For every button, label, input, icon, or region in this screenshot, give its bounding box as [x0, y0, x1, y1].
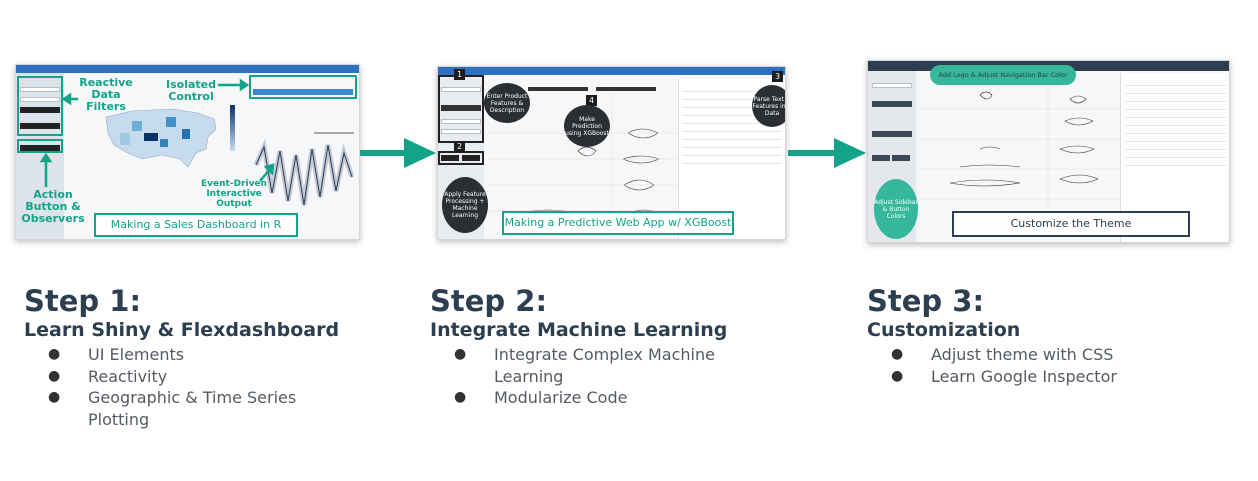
step1-bullets: ●UI Elements ●Reactivity ●Geographic & T… — [24, 344, 404, 430]
bubble-make-prediction: Make Prediction using XGBoost — [564, 105, 610, 147]
list-item: ●Reactivity — [48, 366, 168, 386]
apply-button — [441, 155, 459, 161]
badge-1: 1 — [454, 69, 465, 80]
bullet-text: Modularize Code — [494, 388, 628, 407]
bubble-text: Add Logo & Adjust Navigation Bar Color — [938, 70, 1068, 79]
callout-arrows — [39, 78, 275, 187]
badge-4: 4 — [586, 95, 597, 106]
step2-subtitle: Integrate Machine Learning — [430, 319, 728, 341]
step3-subtitle: Customization — [867, 319, 1021, 341]
input-field — [441, 87, 481, 92]
input-highlight — [438, 75, 484, 143]
input-button — [872, 101, 912, 107]
map-legend — [230, 105, 235, 151]
step3-title: Step 3: — [867, 284, 985, 318]
bullet-text: Learn Google Inspector — [931, 366, 1117, 386]
control-highlight — [249, 75, 357, 99]
callout-isolated-control: Isolated Control — [166, 78, 216, 103]
bubble-enter-features: Enter Product Features & Description — [484, 83, 530, 123]
list-item: ●Integrate Complex Machine Learning — [454, 345, 715, 386]
step2-bullets: ●Integrate Complex Machine Learning ●Mod… — [430, 344, 810, 409]
step2-banner: Making a Predictive Web App w/ XGBoost — [502, 211, 734, 235]
callout-action-button: Action Button & Observers — [21, 188, 85, 225]
step1-subtitle: Learn Shiny & Flexdashboard — [24, 319, 340, 341]
action-buttons — [20, 145, 60, 151]
bullet-text: Integrate Complex Machine Learning — [494, 345, 715, 386]
list-item: ●Learn Google Inspector — [891, 366, 1117, 386]
bullet-text: Reactivity — [88, 366, 168, 386]
bubble-text: Adjust Sidebar & Button Colors — [874, 198, 918, 220]
action-highlight — [17, 139, 63, 153]
reset-button — [892, 155, 910, 161]
filter-buttons — [20, 107, 60, 113]
step1-block: Step 1: Learn Shiny & Flexdashboard ●UI … — [24, 284, 404, 430]
callout-event-driven-output: Event-Driven Interactive Output — [201, 179, 267, 209]
plot-header — [596, 87, 656, 91]
step3-block: Step 3: Customization ●Adjust theme with… — [867, 284, 1227, 387]
filter-highlight — [17, 76, 63, 136]
step2-block: Step 2: Integrate Machine Learning ●Inte… — [430, 284, 810, 409]
apply-button — [872, 155, 890, 161]
bullet-text: UI Elements — [88, 345, 185, 364]
bullet-text: Geographic & Time Series Plotting — [88, 388, 297, 429]
badge-2: 2 — [454, 141, 465, 152]
input-field — [441, 129, 481, 134]
time-series-plot — [254, 132, 354, 206]
bubble-text: Parse Text & Features into Data — [752, 95, 786, 117]
plot-header — [528, 87, 588, 91]
control-bar — [253, 89, 353, 95]
step2-title: Step 2: — [430, 284, 548, 318]
callout-reactive-data-filters: Reactive Data Filters — [79, 76, 133, 113]
arrow-right-icon — [788, 138, 866, 168]
bubble-sidebar-colors: Adjust Sidebar & Button Colors — [874, 179, 918, 239]
step1-banner: Making a Sales Dashboard in R Shiny — [94, 213, 298, 239]
bubble-logo-nav-color: Add Logo & Adjust Navigation Bar Color — [930, 65, 1076, 85]
badge-3: 3 — [772, 71, 783, 82]
filter-input — [20, 97, 60, 102]
input-field — [441, 119, 481, 124]
filter-input — [20, 87, 60, 92]
list-item: ●Adjust theme with CSS — [891, 345, 1114, 364]
list-item: ●Geographic & Time Series Plotting — [48, 388, 297, 429]
navigation-bar — [438, 67, 785, 75]
feature-plot — [920, 79, 1120, 229]
bubble-text: Apply Feature Processing + Machine Learn… — [444, 191, 486, 219]
step3-banner: Customize the Theme — [952, 211, 1190, 237]
bubble-text: Enter Product Features & Description — [486, 92, 528, 114]
reset-button — [462, 155, 480, 161]
bullet-text: Adjust theme with CSS — [931, 345, 1114, 364]
arrow-right-icon — [360, 138, 436, 168]
step2-screenshot: 1 2 3 4 Enter Product Features & Descrip… — [437, 66, 786, 240]
filter-buttons — [20, 123, 60, 129]
input-button — [872, 131, 912, 137]
step3-bullets: ●Adjust theme with CSS ●Learn Google Ins… — [867, 344, 1227, 387]
input-field — [872, 83, 912, 88]
list-item: ●Modularize Code — [454, 388, 628, 407]
step1-title: Step 1: — [24, 284, 142, 318]
bubble-text: Make Prediction using XGBoost — [565, 115, 609, 137]
step1-screenshot: Reactive Data Filters Isolated Control A… — [15, 64, 360, 240]
input-button — [441, 105, 481, 111]
us-map — [105, 108, 217, 168]
navigation-bar — [16, 65, 359, 73]
list-item: ●UI Elements — [48, 345, 185, 364]
bubble-apply-features: Apply Feature Processing + Machine Learn… — [442, 177, 488, 233]
bubble-parse-text: Parse Text & Features into Data — [752, 85, 786, 127]
button-highlight — [438, 151, 484, 165]
step3-screenshot: Add Logo & Adjust Navigation Bar Color A… — [867, 60, 1230, 243]
